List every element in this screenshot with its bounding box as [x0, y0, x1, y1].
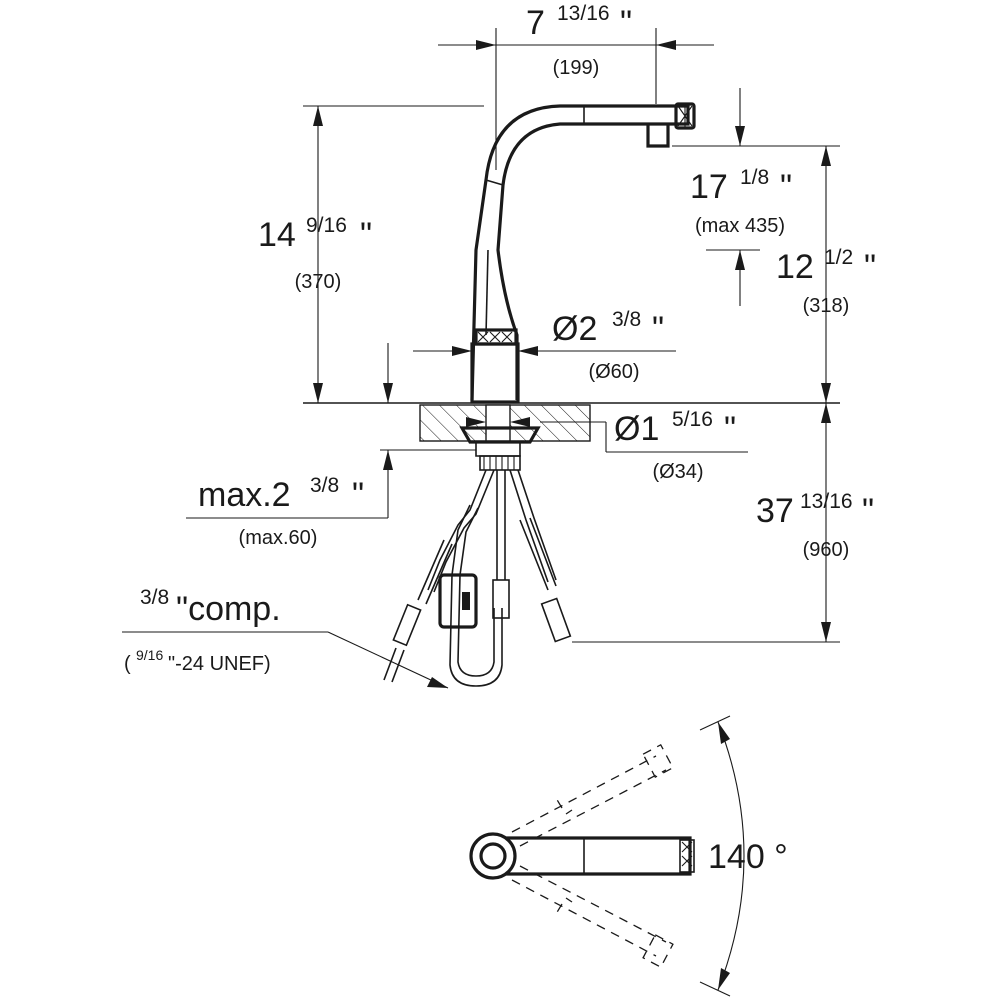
svg-text:Ø1: Ø1: [614, 410, 659, 448]
label-spout-height: 14 9/16 " (370): [258, 214, 372, 293]
dim-base-diameter-lines: [413, 346, 676, 356]
dim-connection-lines: [122, 631, 449, 689]
svg-text:": ": [864, 248, 876, 286]
svg-text:1/8: 1/8: [740, 166, 769, 189]
svg-text:9/16: 9/16: [136, 647, 163, 663]
svg-text:(370): (370): [295, 271, 342, 293]
svg-text:(Ø60): (Ø60): [588, 361, 639, 383]
label-hole-diameter: Ø1 5/16 " (Ø34): [614, 408, 736, 483]
dim-deck-thickness-lines: [186, 343, 476, 519]
faucet-base: [470, 342, 520, 404]
svg-text:": ": [360, 216, 372, 254]
svg-text:max.2: max.2: [198, 476, 291, 514]
swivel-top-view: [469, 715, 745, 997]
svg-text:(: (: [124, 653, 131, 675]
svg-text:9/16: 9/16: [306, 214, 347, 237]
swivel-angle-arc: [717, 721, 745, 991]
label-spout-reach: 7 13/16 " (199): [526, 2, 632, 79]
svg-text:(318): (318): [803, 295, 850, 317]
svg-text:": ": [780, 168, 792, 206]
svg-text:3/8: 3/8: [140, 586, 169, 609]
dim-pullout-lines: [672, 88, 840, 306]
svg-text:1/2: 1/2: [824, 246, 853, 269]
dim-outlet-height-lines: [821, 146, 831, 403]
svg-text:": ": [620, 4, 632, 42]
label-pullout-height: 17 1/8 " (max 435): [690, 166, 792, 237]
label-connection: 3/8 "comp. ( 9/16 "-24 UNEF): [124, 586, 281, 675]
svg-text:Ø2: Ø2: [552, 310, 597, 348]
dim-hole-diameter-lines: [466, 417, 748, 453]
control-box: [438, 573, 478, 629]
svg-text:(max.60): (max.60): [239, 527, 318, 549]
svg-text:37: 37: [756, 492, 794, 530]
faucet-body-outline: [470, 104, 690, 401]
svg-text:12: 12: [776, 248, 814, 286]
label-base-diameter: Ø2 3/8 " (Ø60): [552, 308, 664, 383]
label-swivel-angle: 140 °: [708, 838, 788, 876]
svg-text:7: 7: [526, 4, 545, 42]
spout-top-view: [506, 836, 692, 876]
label-outlet-height: 12 1/2 " (318): [776, 246, 876, 317]
dim-spout-height-lines: [303, 105, 484, 403]
knurled-ring: [474, 328, 518, 346]
svg-text:3/8: 3/8: [612, 308, 641, 331]
svg-text:13/16: 13/16: [800, 490, 853, 513]
dim-spout-reach-lines: [438, 28, 714, 170]
svg-text:"comp.: "comp.: [176, 590, 281, 628]
svg-text:": ": [652, 310, 664, 348]
faucet-side-view: [122, 28, 840, 689]
label-hose-length: 37 13/16 " (960): [756, 490, 874, 561]
svg-text:(Ø34): (Ø34): [652, 461, 703, 483]
mounting-nut: [459, 426, 541, 444]
svg-text:": ": [724, 410, 736, 448]
svg-text:5/16: 5/16: [672, 408, 713, 431]
svg-text:(199): (199): [553, 57, 600, 79]
spray-outlet: [646, 124, 670, 148]
svg-text:17: 17: [690, 168, 728, 206]
svg-text:3/8: 3/8: [310, 474, 339, 497]
svg-text:": ": [352, 476, 364, 514]
svg-text:14: 14: [258, 216, 296, 254]
svg-text:": ": [862, 492, 874, 530]
svg-text:"-24 UNEF): "-24 UNEF): [168, 653, 271, 675]
label-deck-thickness: max.2 3/8 " (max.60): [198, 474, 364, 549]
svg-text:(max 435): (max 435): [695, 215, 785, 237]
threaded-shank: [479, 455, 521, 471]
svg-text:(960): (960): [803, 539, 850, 561]
svg-text:13/16: 13/16: [557, 2, 610, 25]
supply-hoses: [383, 469, 572, 687]
dim-hose-length-lines: [572, 403, 840, 643]
